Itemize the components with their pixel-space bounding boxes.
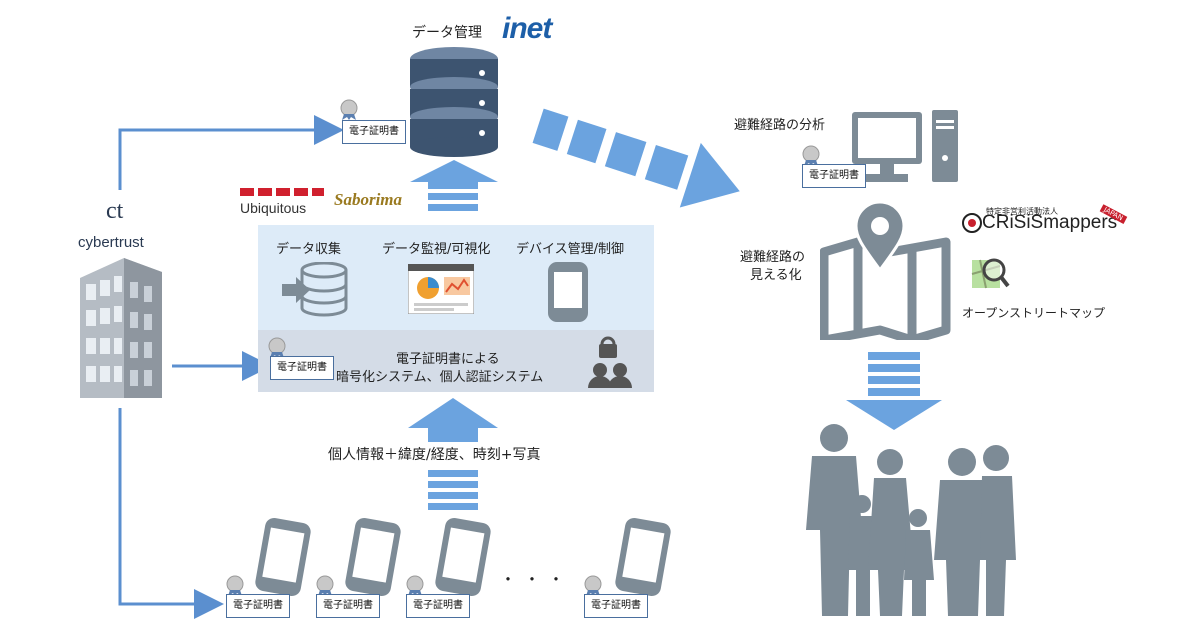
smartphone-icon	[548, 262, 588, 322]
lock-users-icon	[588, 336, 632, 388]
seal-icon	[268, 337, 286, 358]
seal-icon	[802, 145, 820, 166]
certificate-badge-phone-1: 電子証明書	[226, 594, 290, 618]
stripe	[428, 481, 478, 488]
certificate-badge-db: 電子証明書	[342, 120, 406, 144]
arrow-up-head-2	[408, 398, 498, 428]
inet-logo: inet	[502, 12, 552, 45]
stripe	[868, 376, 920, 384]
certificate-badge-phone-3: 電子証明書	[406, 594, 470, 618]
stripe	[428, 193, 478, 200]
database-icon	[410, 47, 498, 157]
function-label-collect: データ収集	[276, 242, 342, 257]
ubiquitous-logo-mark	[240, 188, 324, 196]
arrow-up-shaft	[428, 428, 478, 442]
stripe	[428, 470, 478, 477]
dashboard-icon	[408, 264, 474, 314]
seal-icon	[584, 575, 602, 596]
cybertrust-logo: cybertrust	[78, 234, 144, 251]
stripe	[428, 503, 478, 510]
certificate-badge-platform: 電子証明書	[270, 356, 334, 380]
desktop-computer-icon	[852, 110, 958, 182]
crisis-org-type: 特定非営利活動法人	[986, 207, 1058, 216]
input-data-label: 個人情報＋緯度/経度、時刻+写真	[328, 447, 541, 463]
function-label-monitor: データ監視/可視化	[382, 242, 491, 257]
arrow-down-head	[846, 400, 942, 430]
seal-icon	[316, 575, 334, 596]
ellipsis: ・・・	[500, 570, 573, 589]
stripe	[868, 352, 920, 360]
certificate-badge-computer: 電子証明書	[802, 164, 866, 188]
certificate-badge-phone-4: 電子証明書	[584, 594, 648, 618]
family-people-icon	[806, 424, 1016, 616]
stripe	[868, 388, 920, 396]
route-visual-line1: 避難経路の	[740, 250, 806, 265]
stripe	[428, 204, 478, 211]
stripe	[868, 364, 920, 372]
crisis-logo-icon	[962, 213, 982, 233]
certificate-badge-phone-2: 電子証明書	[316, 594, 380, 618]
ubiquitous-logo: Ubiquitous	[240, 200, 307, 216]
stripe	[428, 182, 478, 189]
osm-label: オープンストリートマップ	[962, 306, 1106, 320]
openstreetmap-icon	[971, 258, 1010, 289]
building-icon	[80, 258, 162, 398]
sakura-logo: Saborima	[334, 190, 403, 209]
route-visual-line2: 見える化	[750, 268, 802, 283]
security-text-line2: 暗号化システム、個人認証システム	[336, 370, 544, 385]
security-text-line1: 電子証明書による	[396, 352, 500, 367]
map-pin-icon	[820, 200, 951, 340]
function-label-device: デバイス管理/制御	[516, 242, 624, 257]
stripe	[428, 492, 478, 499]
cybertrust-mark: ct	[106, 198, 124, 224]
seal-icon	[406, 575, 424, 596]
route-analysis-label: 避難経路の分析	[734, 118, 826, 133]
arrow-up-head	[410, 160, 498, 182]
seal-icon	[340, 99, 358, 120]
crisis-mappers-logo: CRiSiSmappers	[982, 212, 1118, 233]
data-management-label: データ管理	[412, 25, 482, 41]
seal-icon	[226, 575, 244, 596]
data-collect-icon	[282, 262, 348, 317]
flow-arrow-diagonal	[532, 108, 740, 208]
